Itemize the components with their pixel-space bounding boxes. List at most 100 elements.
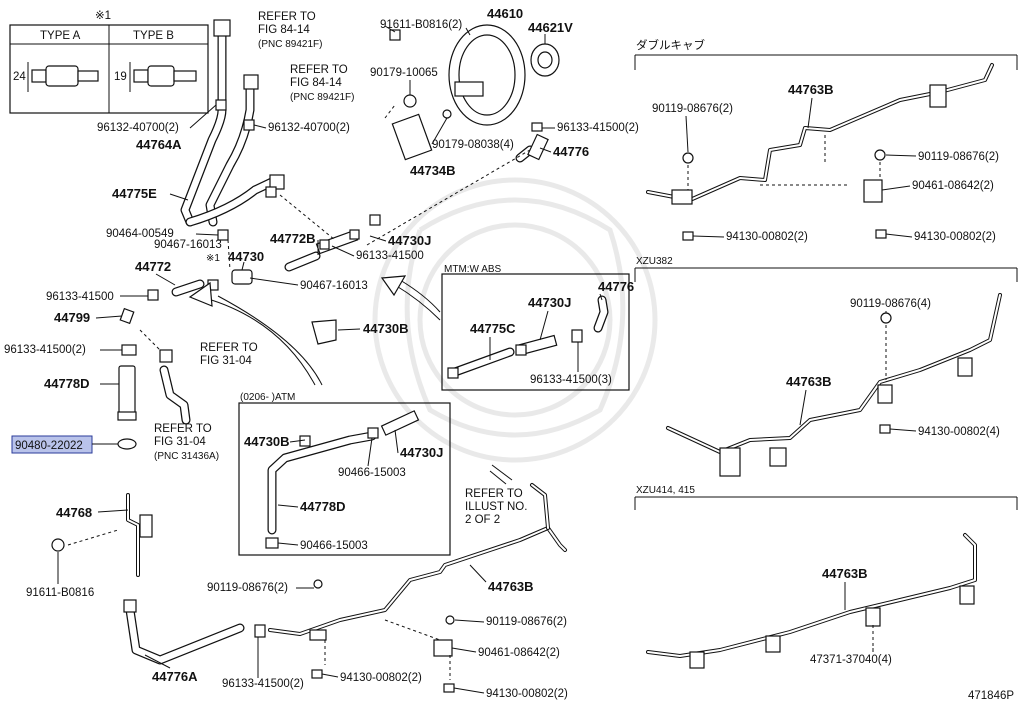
label-96133-41500-2-top: 96133-41500(2) [557, 122, 639, 134]
type-a-fitting-drawing [27, 62, 99, 92]
label-44778d: 44778D [44, 376, 90, 391]
label-91611-b0816: 91611-B0816 [26, 587, 94, 599]
label-90480-22022[interactable]: 90480-22022 [15, 440, 83, 452]
ref-fig-84-14-a-line2: FIG 84-14 [258, 24, 310, 36]
atm-label-44730j: 44730J [400, 445, 443, 460]
label-44610: 44610 [487, 6, 523, 21]
label-44775e: 44775E [112, 186, 157, 201]
label-90179-10065: 90179-10065 [370, 67, 438, 79]
mtm-inset [441, 273, 630, 391]
ref-fig-31-04-a-line2: FIG 31-04 [200, 355, 252, 367]
pipe-44763b-main-drawing [254, 483, 567, 693]
ref-fig-31-04-b-line3: (PNC 31436A) [154, 451, 219, 462]
mtm-label-44775c: 44775C [470, 321, 516, 336]
atm-label-90466-15003-a: 90466-15003 [338, 467, 406, 479]
label-44799: 44799 [54, 310, 90, 325]
label-leaders [57, 27, 917, 694]
label-96133-41500-2-left: 96133-41500(2) [4, 344, 86, 356]
brake-booster-drawing [389, 24, 560, 161]
x382-label-44763b: 44763B [786, 374, 832, 389]
label-44734b: 44734B [410, 163, 456, 178]
label-96133-41500-2-bottom: 96133-41500(2) [222, 678, 304, 690]
label-44776: 44776 [553, 144, 589, 159]
dc-label-90119-left: 90119-08676(2) [652, 103, 733, 115]
label-90461-08642-2: 90461-08642(2) [478, 647, 560, 659]
figure-code: 471846P [968, 690, 1014, 702]
label-44768: 44768 [56, 505, 92, 520]
double-cab-title: ダブルキャブ [636, 38, 705, 52]
dc-label-94130-right: 94130-00802(2) [914, 231, 996, 243]
ref-fig-84-14-b-line1: REFER TO [290, 64, 348, 76]
ref-fig-84-14-b-line2: FIG 84-14 [290, 77, 342, 89]
atm-inset-title: (0206- )ATM [240, 392, 295, 403]
dc-label-90461: 90461-08642(2) [912, 180, 994, 192]
ref-fig-84-14-a-line3: (PNC 89421F) [258, 39, 322, 50]
xzu382-panel [634, 267, 1018, 477]
ref-fig-31-04-a-line1: REFER TO [200, 342, 258, 354]
label-44730-mark: ※1 [206, 253, 220, 264]
label-44772b: 44772B [270, 231, 316, 246]
label-90179-08038: 90179-08038(4) [432, 139, 514, 151]
watermark-emblem [372, 177, 658, 463]
ref-illust-line1: REFER TO [465, 488, 523, 500]
atm-label-44730b: 44730B [244, 434, 290, 449]
label-94130-00802-2-right: 94130-00802(2) [486, 688, 568, 700]
label-96132-40700-2-left: 96132-40700(2) [97, 122, 179, 134]
label-44621v: 44621V [528, 20, 573, 35]
bracket-44768-drawing [51, 493, 245, 665]
x382-label-94130: 94130-00802(4) [918, 426, 1000, 438]
ref-illust-line3: 2 OF 2 [465, 514, 500, 526]
atm-label-90466-15003-b: 90466-15003 [300, 540, 368, 552]
x414-label-44763b: 44763B [822, 566, 868, 581]
xzu414-panel [634, 496, 1018, 669]
type-b-header: TYPE B [133, 30, 174, 42]
label-90467-16013-b: 90467-16013 [300, 280, 368, 292]
dc-label-94130-left: 94130-00802(2) [726, 231, 808, 243]
ref-illust-line2: ILLUST NO. [465, 501, 527, 513]
label-44764a: 44764A [136, 137, 182, 152]
label-90119-08676-2-left: 90119-08676(2) [207, 582, 288, 594]
hose-44778d-drawing [117, 365, 191, 450]
label-44772: 44772 [135, 259, 171, 274]
type-a-dimension: 24 [13, 71, 26, 83]
label-91611-b0816-2: 91611-B0816(2) [380, 19, 462, 31]
label-90464-00549: 90464-00549 [106, 228, 174, 240]
x382-label-90119: 90119-08676(4) [850, 298, 931, 310]
label-96133-41500-b: 96133-41500 [46, 291, 114, 303]
xzu382-title: XZU382 [636, 256, 673, 267]
xzu414-title: XZU414, 415 [636, 485, 695, 496]
label-96133-41500-a: 96133-41500 [356, 250, 424, 262]
mtm-label-44776: 44776 [598, 279, 634, 294]
ref-fig-31-04-b-line2: FIG 31-04 [154, 436, 206, 448]
ref-fig-84-14-a-line1: REFER TO [258, 11, 316, 23]
dc-label-44763b: 44763B [788, 82, 834, 97]
ref-fig-31-04-b-line1: REFER TO [154, 423, 212, 435]
type-b-dimension: 19 [114, 71, 127, 83]
leader-lines [67, 104, 531, 680]
label-90467-16013-a: 90467-16013 [154, 239, 222, 251]
type-a-header: TYPE A [40, 30, 81, 42]
labels: REFER TO FIG 84-14 (PNC 89421F) REFER TO… [4, 6, 1014, 702]
label-44730b: 44730B [363, 321, 409, 336]
label-90119-08676-2-right: 90119-08676(2) [486, 616, 567, 628]
double-cab-panel [634, 54, 1018, 241]
label-44730: 44730 [228, 249, 264, 264]
atm-inset [238, 402, 451, 556]
atm-label-44778d: 44778D [300, 499, 346, 514]
type-table-note-mark: ※1 [95, 10, 111, 22]
mtm-label-44730j: 44730J [528, 295, 571, 310]
label-94130-00802-2-left: 94130-00802(2) [340, 672, 422, 684]
dc-label-90119-right: 90119-08676(2) [918, 151, 999, 163]
label-44730j: 44730J [388, 233, 431, 248]
ref-fig-84-14-b-line3: (PNC 89421F) [290, 92, 354, 103]
mtm-label-96133-41500-3: 96133-41500(3) [530, 374, 612, 386]
label-96132-40700-2-right: 96132-40700(2) [268, 122, 350, 134]
type-b-fitting-drawing [129, 62, 197, 92]
type-table: ※1 TYPE A TYPE B 24 19 [9, 10, 209, 114]
x414-label-47371: 47371-37040(4) [810, 654, 892, 666]
hose-44764a-drawing [180, 19, 285, 227]
flow-arrows [188, 275, 513, 485]
label-44776a: 44776A [152, 669, 198, 684]
label-44763b-main: 44763B [488, 579, 534, 594]
